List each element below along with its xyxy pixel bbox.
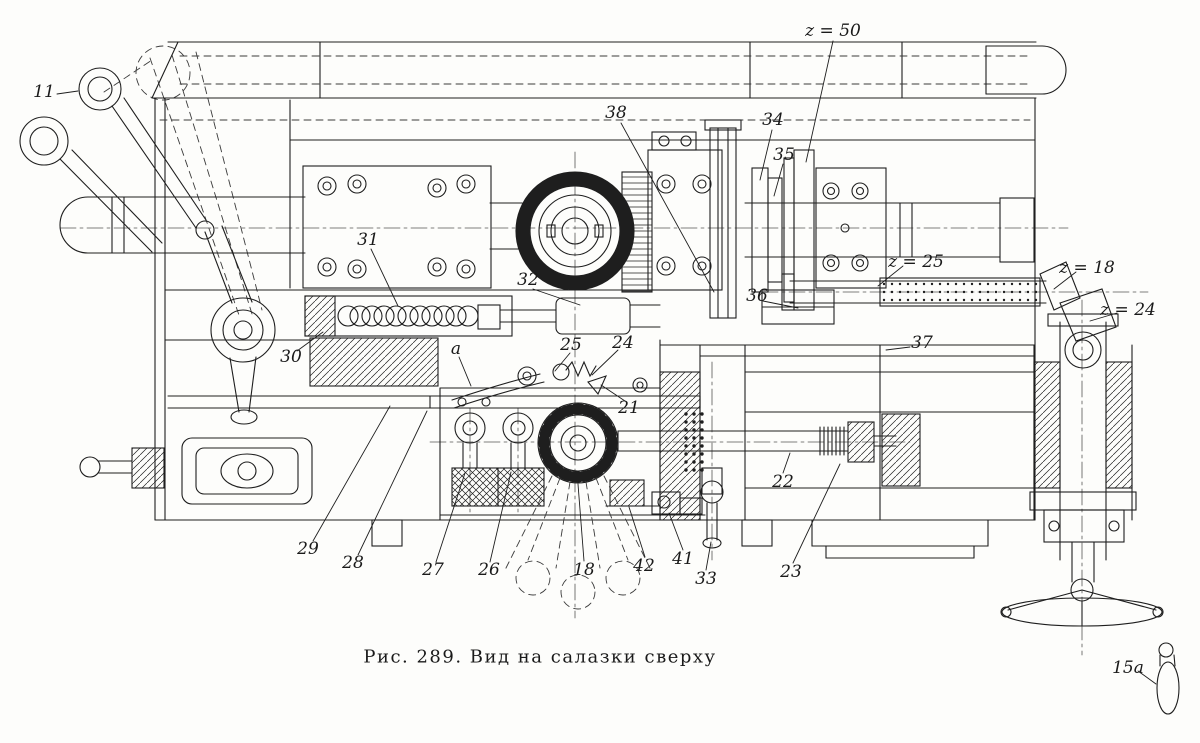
callout-z24: z = 24 [1100, 300, 1156, 320]
base-feet [371, 519, 989, 559]
callout-z18: z = 18 [1059, 258, 1115, 278]
leader-lines [56, 40, 1157, 685]
figure-caption: Рис. 289. Вид на салазки сверху [363, 646, 717, 668]
left-shaft [59, 196, 523, 254]
construction-lines [103, 45, 263, 319]
handwheel [1000, 578, 1164, 627]
callout-34: 34 [762, 110, 784, 130]
centerlines [59, 151, 1149, 656]
callout-z25: z = 25 [888, 252, 944, 272]
left-clamp [79, 437, 313, 505]
clutch-column [704, 119, 835, 325]
callout-30: 30 [280, 347, 302, 367]
callout-37: 37 [911, 333, 933, 353]
star-gear [537, 402, 619, 484]
pawl-lever [451, 360, 608, 409]
callout-31: 31 [357, 230, 379, 250]
callout-35: 35 [773, 145, 795, 165]
spindle-right [744, 149, 1035, 311]
callout-36: 36 [746, 286, 768, 306]
locating-pin [700, 467, 724, 549]
callout-26: 26 [478, 560, 500, 580]
crank-handle [1156, 642, 1180, 715]
callout-23: 23 [780, 562, 802, 582]
callout-42: 42 [633, 556, 655, 576]
callout-21: 21 [618, 398, 640, 418]
lead-screw [617, 412, 897, 472]
callout-33: 33 [695, 569, 717, 589]
lower-mechanism [605, 479, 703, 515]
callout-22: 22 [772, 472, 794, 492]
spring-assembly [304, 295, 661, 387]
callout-27: 27 [422, 560, 444, 580]
ghost-positions [504, 475, 652, 610]
callout-a: a [450, 339, 462, 359]
bolt-plates [302, 131, 887, 393]
feed-shaft [781, 261, 1117, 342]
lower-housing [659, 344, 1036, 521]
callout-41: 41 [672, 549, 694, 569]
callout-z50: z = 50 [805, 21, 861, 41]
callout-25: 25 [560, 335, 582, 355]
callout-38: 38 [605, 103, 627, 123]
gear-rack [621, 171, 653, 293]
left-pivot [204, 225, 276, 425]
callout-28: 28 [342, 553, 364, 573]
callout-24: 24 [612, 333, 634, 353]
callout-15a: 15a [1112, 658, 1144, 678]
callout-29: 29 [297, 539, 319, 559]
stud-bolts [451, 412, 545, 507]
callout-18: 18 [573, 560, 595, 580]
callout-11: 11 [33, 82, 55, 102]
lever-handle [19, 67, 215, 253]
callout-32: 32 [517, 270, 539, 290]
machine-body [151, 41, 1067, 521]
right-apron [1029, 313, 1137, 583]
